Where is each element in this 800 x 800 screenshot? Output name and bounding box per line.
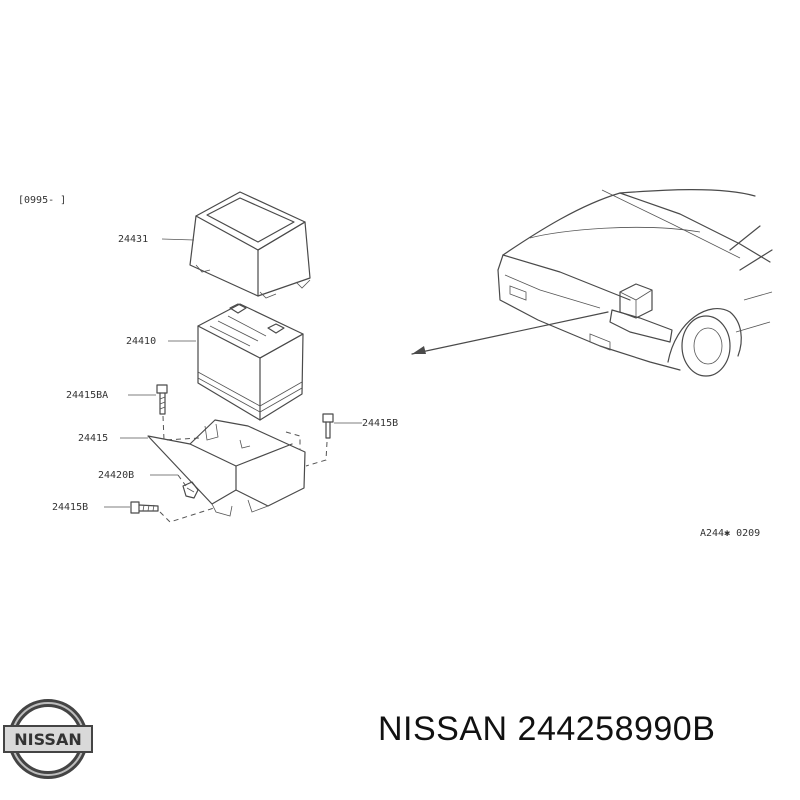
figure-code: A244✱ 0209 — [700, 528, 760, 539]
callout-24415: 24415 — [78, 433, 108, 444]
nissan-logo: NISSAN — [3, 699, 93, 779]
logo-text: NISSAN — [14, 730, 81, 749]
battery-tray — [147, 419, 306, 517]
car-front-view — [497, 189, 773, 377]
range-code: [0995- ] — [18, 195, 66, 206]
callout-24431: 24431 — [118, 234, 148, 245]
location-arrow-head — [412, 346, 426, 354]
leader-24431 — [161, 238, 195, 241]
clamp-24420b — [182, 481, 199, 499]
bolt-24415b-bottom — [130, 501, 159, 514]
dash-clamp — [177, 474, 187, 487]
part-caption: NISSAN 244258990B — [378, 710, 716, 748]
dash-tray — [285, 431, 301, 450]
battery — [197, 303, 304, 421]
location-arrow-shaft — [411, 311, 609, 355]
callout-24415b-bottom: 24415B — [52, 502, 88, 513]
callout-24420b: 24420B — [98, 470, 134, 481]
callout-24410: 24410 — [126, 336, 156, 347]
bolt-24415ba — [156, 384, 168, 415]
dash-bolt-bottom — [159, 507, 215, 523]
bolt-24415b-right — [322, 413, 334, 439]
dash-bolt-top — [162, 415, 201, 441]
callout-24415b-right: 24415B — [362, 418, 398, 429]
callout-24415ba: 24415BA — [66, 390, 108, 401]
battery-cover — [189, 191, 311, 299]
dash-bolt-right — [305, 441, 328, 467]
